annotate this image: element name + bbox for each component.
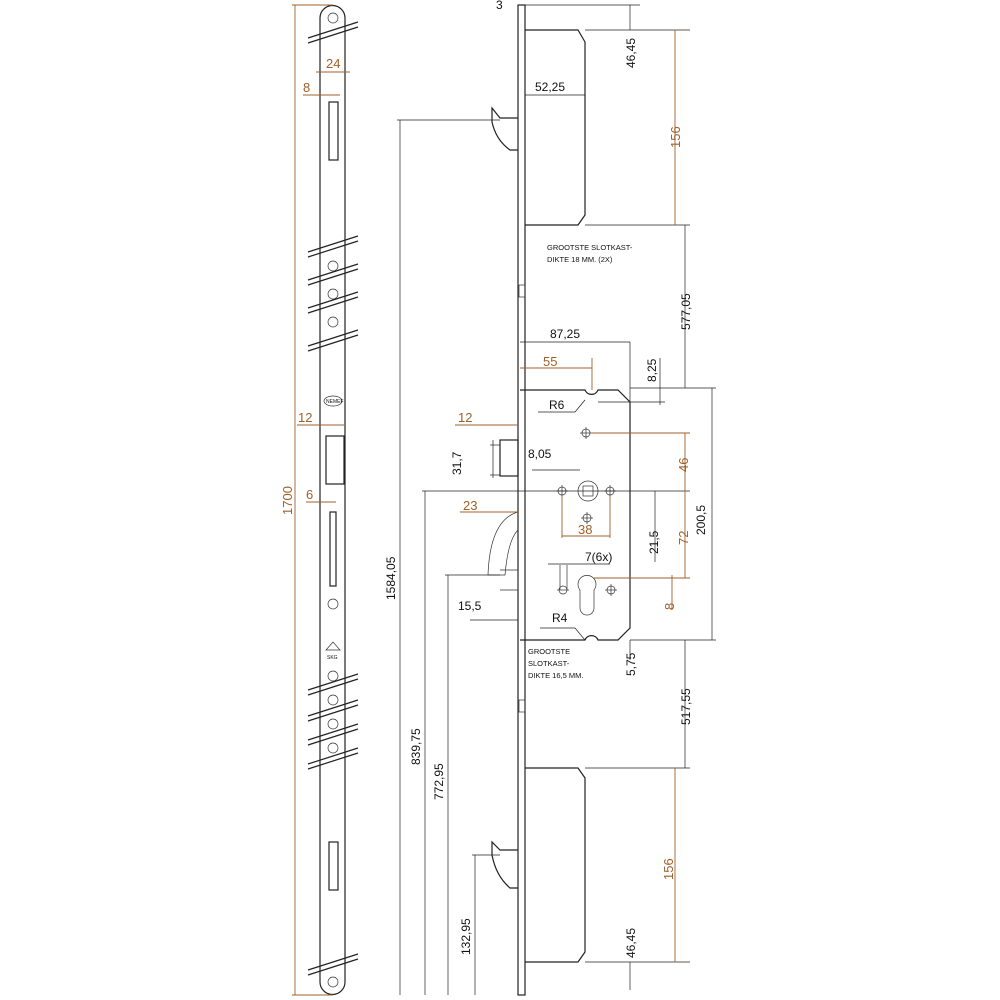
dim-top-box-offset: 46,45 bbox=[624, 38, 638, 68]
dim-notch-offset-bottom: 5,75 bbox=[624, 652, 638, 676]
dim-bottom-box-height: 156 bbox=[661, 858, 676, 880]
dim-latch-width: 12 bbox=[298, 410, 312, 425]
dim-hook-width: 8 bbox=[303, 80, 310, 95]
dim-case-height: 200,5 bbox=[694, 505, 708, 535]
dim-notch-offset: 8,25 bbox=[645, 358, 659, 382]
main-lock-case bbox=[520, 389, 631, 641]
dim-radius-bottom: R4 bbox=[552, 611, 568, 625]
dim-bolt-projection: 15,5 bbox=[458, 599, 482, 613]
note-bottom-line3: DIKTE 16,5 MM. bbox=[528, 671, 583, 680]
brand-logo bbox=[323, 395, 343, 407]
hook-slot-top bbox=[328, 101, 339, 161]
dim-radius-top: R6 bbox=[549, 398, 565, 412]
case-holes bbox=[556, 427, 617, 616]
dim-spindle-to-cylinder: 72 bbox=[676, 531, 691, 545]
dim-top-offset: 3 bbox=[496, 0, 503, 12]
top-gearbox bbox=[525, 29, 586, 226]
dim-bottom-box-offset: 46,45 bbox=[624, 928, 638, 958]
dim-spindle-to-top-hole: 46 bbox=[676, 458, 691, 472]
note-bottom-line2: SLOTKAST- bbox=[528, 659, 570, 668]
latch-front bbox=[325, 435, 345, 485]
lock-side-view: 1584,05 839,75 772,95 132,95 3 46,45 52,… bbox=[384, 0, 716, 996]
dim-spindle-offset: 8,05 bbox=[528, 447, 552, 461]
dim-hole-diameter: 7(6x) bbox=[585, 550, 612, 564]
dim-case-gap-top: 577,05 bbox=[679, 293, 693, 330]
dim-backset: 55 bbox=[543, 354, 557, 369]
dim-total-height: 1700 bbox=[280, 486, 295, 515]
cylinder-cutout bbox=[577, 575, 597, 616]
dim-case-gap-bottom: 517,55 bbox=[679, 688, 693, 725]
hook-slot-bottom bbox=[328, 841, 339, 891]
strip-outline bbox=[319, 4, 346, 996]
dim-spindle-from-bottom: 839,75 bbox=[409, 728, 423, 765]
deadbolt-arc bbox=[487, 511, 519, 576]
dim-case-depth: 87,25 bbox=[550, 327, 580, 341]
dim-bolt-width: 6 bbox=[306, 487, 313, 502]
dim-top-box-height: 156 bbox=[668, 126, 683, 148]
break-lines bbox=[307, 21, 359, 976]
dim-spindle-to-hole: 21,5 bbox=[647, 530, 661, 554]
dim-hook-top-from-bottom: 1584,05 bbox=[384, 556, 398, 600]
dim-cylinder-to-hole: 8 bbox=[662, 603, 677, 610]
hook-top bbox=[491, 106, 518, 151]
latch-bolt bbox=[499, 439, 519, 477]
bolt-slot bbox=[329, 511, 337, 587]
dim-hole-spacing: 38 bbox=[578, 522, 592, 537]
note-top-line1: GROOTSTE SLOTKAST- bbox=[547, 243, 633, 252]
bottom-gearbox bbox=[525, 767, 586, 963]
hook-bottom bbox=[491, 840, 518, 889]
dim-cylinder-from-bottom: 772,95 bbox=[432, 763, 446, 800]
dim-strip-width: 24 bbox=[326, 56, 340, 71]
dim-top-box-depth: 52,25 bbox=[535, 80, 565, 94]
faceplate-front-view: NEMEF SKG 1700 24 8 12 6 bbox=[280, 4, 359, 996]
screw-holes bbox=[327, 12, 339, 988]
skg-mark bbox=[325, 641, 341, 651]
note-bottom-line1: GROOTSTE bbox=[528, 647, 570, 656]
faceplate-edge bbox=[517, 4, 526, 996]
dim-latch-width-side: 12 bbox=[458, 410, 472, 425]
skg-mark-text: SKG bbox=[327, 655, 338, 661]
dim-bolt-width-side: 23 bbox=[463, 498, 477, 513]
note-top-line2: DIKTE 18 MM. (2X) bbox=[547, 255, 613, 264]
brand-logo-text: NEMEF bbox=[326, 399, 344, 405]
dim-latch-height: 31,7 bbox=[450, 451, 464, 475]
dim-hook-bottom-from-bottom: 132,95 bbox=[459, 918, 473, 955]
